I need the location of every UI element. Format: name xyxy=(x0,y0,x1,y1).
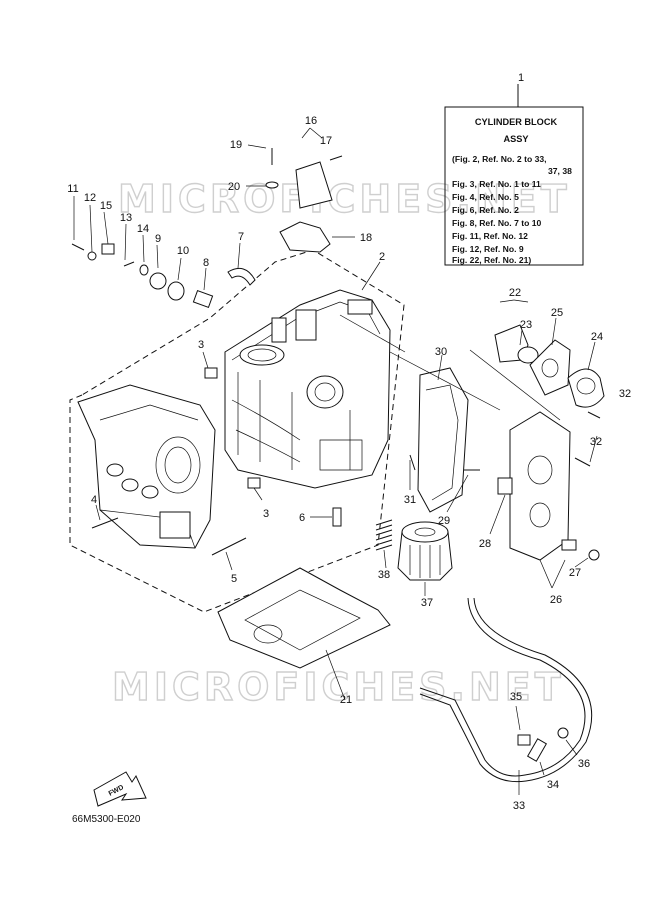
callout-38: 38 xyxy=(378,569,390,581)
callout-30: 30 xyxy=(435,346,447,358)
legend-line: Fig. 12, Ref. No. 9 xyxy=(452,244,524,254)
callout-23: 23 xyxy=(520,319,532,331)
legend-line: Fig. 22, Ref. No. 21) xyxy=(452,255,531,265)
relief-spring xyxy=(375,519,393,551)
callout-6: 6 xyxy=(299,512,305,524)
callout-18: 18 xyxy=(360,232,372,244)
legend-line: Fig. 4, Ref. No. 5 xyxy=(452,192,519,202)
fwd-arrow-icon: FWD xyxy=(93,771,147,807)
callout-35: 35 xyxy=(510,691,522,703)
exhaust-cover xyxy=(509,411,571,561)
thermostat-group xyxy=(494,324,605,408)
assembly-outline xyxy=(69,249,405,613)
callout-21: 21 xyxy=(340,694,352,706)
callout-27: 27 xyxy=(569,567,581,579)
callout-4: 4 xyxy=(91,494,97,506)
callout-9: 9 xyxy=(155,233,161,245)
callout-25: 25 xyxy=(551,307,563,319)
small-parts xyxy=(71,148,601,762)
callout-29: 29 xyxy=(438,515,450,527)
callout-5: 5 xyxy=(231,573,237,585)
legend-title: CYLINDER BLOCK xyxy=(475,117,558,127)
crankcase xyxy=(77,384,216,549)
callout-1: 1 xyxy=(518,72,524,84)
legend-line: (Fig. 2, Ref. No. 2 to 33, xyxy=(452,154,547,164)
callout-37: 37 xyxy=(421,597,433,609)
watermark-bottom: MICROFICHES.NET xyxy=(112,665,565,709)
callout-34: 34 xyxy=(547,779,559,791)
legend-line: 37, 38 xyxy=(548,166,572,176)
callout-13: 13 xyxy=(120,212,132,224)
water-hose xyxy=(419,597,586,777)
callout-24: 24 xyxy=(591,331,603,343)
callout-20: 20 xyxy=(228,181,240,193)
callout-12: 12 xyxy=(84,192,96,204)
callout-17: 17 xyxy=(320,135,332,147)
callout-26: 26 xyxy=(550,594,562,606)
base-gasket xyxy=(217,567,391,669)
legend-line: Fig. 11, Ref. No. 12 xyxy=(452,231,528,241)
callouts: 1 2 3 3 4 5 6 7 8 9 10 11 12 13 14 15 16… xyxy=(67,72,631,812)
cover-gasket xyxy=(417,367,469,513)
callout-32: 32 xyxy=(619,388,631,400)
callout-8: 8 xyxy=(203,257,209,269)
callout-2: 2 xyxy=(379,251,385,263)
oil-filter xyxy=(397,521,453,581)
callout-3: 3 xyxy=(198,339,204,351)
diagram-code: 66M5300-E020 xyxy=(72,814,141,825)
callout-31: 31 xyxy=(404,494,416,506)
legend-line: Fig. 8, Ref. No. 7 to 10 xyxy=(452,218,542,228)
legend-line: Fig. 6, Ref. No. 2 xyxy=(452,205,519,215)
callout-33: 33 xyxy=(513,800,525,812)
watermark-top: MICROFICHES.NET xyxy=(118,177,571,221)
legend-title-2: ASSY xyxy=(503,134,528,144)
legend-box: CYLINDER BLOCK ASSY (Fig. 2, Ref. No. 2 … xyxy=(444,84,584,266)
cylinder-block xyxy=(224,289,391,489)
callout-14: 14 xyxy=(137,223,149,235)
legend-line: Fig. 3, Ref. No. 1 to 11 xyxy=(452,179,541,189)
callout-22: 22 xyxy=(509,287,521,299)
callout-3: 3 xyxy=(263,508,269,520)
leader-lines xyxy=(73,127,598,795)
callout-16: 16 xyxy=(305,115,317,127)
callout-11: 11 xyxy=(67,183,78,195)
callout-36: 36 xyxy=(578,758,590,770)
callout-32: 32 xyxy=(590,436,602,448)
callout-15: 15 xyxy=(100,200,112,212)
callout-10: 10 xyxy=(177,245,189,257)
callout-7: 7 xyxy=(238,231,244,243)
callout-19: 19 xyxy=(230,139,242,151)
callout-28: 28 xyxy=(479,538,491,550)
